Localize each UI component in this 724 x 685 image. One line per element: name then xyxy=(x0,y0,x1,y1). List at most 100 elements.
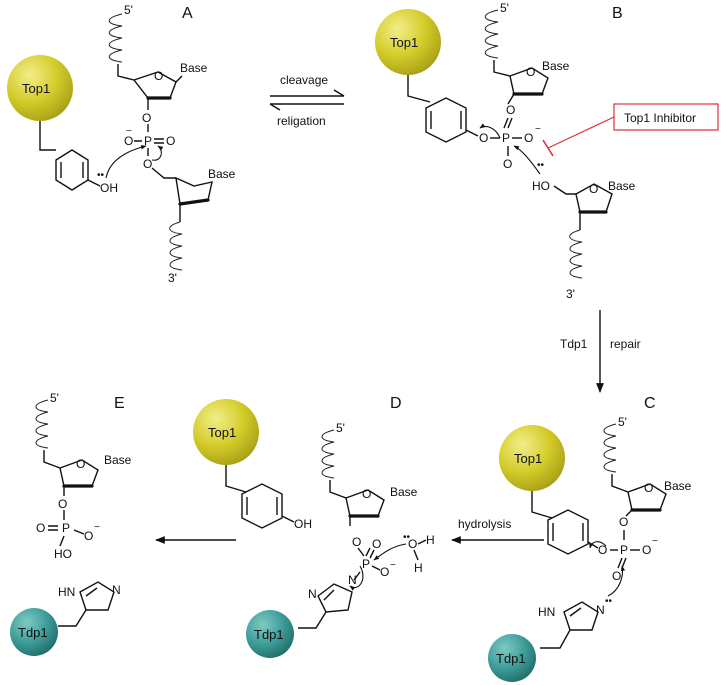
panel-e: 5' O Base O P O O − HO HN N Tdp1 xyxy=(10,391,132,656)
o5-a: O xyxy=(143,157,152,171)
dna-helix-upper-a xyxy=(108,13,123,63)
panel-label-d: D xyxy=(390,395,402,412)
base-e: Base xyxy=(104,453,132,467)
panel-c: Top1 O P O − O O 5' O Base HN N •• Tdp1 xyxy=(488,415,692,682)
ho-e: HO xyxy=(54,547,72,561)
lone-pair-a: •• xyxy=(97,170,105,181)
top1-ball-d xyxy=(193,399,259,465)
panel-label-e: E xyxy=(114,395,125,412)
tdp1-label-c: Tdp1 xyxy=(496,651,526,666)
tdp1-ball-c xyxy=(488,634,536,682)
minus-b: − xyxy=(535,124,541,135)
p-c: P xyxy=(620,543,628,557)
hn-e: HN xyxy=(58,585,75,599)
dna-helix-e xyxy=(35,399,49,449)
o3-d: O xyxy=(352,535,361,549)
dna-helix-d xyxy=(321,429,335,479)
sugar-upper-a xyxy=(132,71,177,99)
cleavage-label: cleavage xyxy=(280,73,328,87)
o-bottom-b: O xyxy=(503,157,512,171)
sugar-c xyxy=(627,483,667,511)
tdp1-label-e: Tdp1 xyxy=(18,625,48,640)
five-prime-d: 5' xyxy=(336,421,345,435)
attack-arrow-c xyxy=(607,565,626,597)
p-a: P xyxy=(144,134,152,148)
base-d: Base xyxy=(390,485,418,499)
tyrosine-ring-c xyxy=(547,509,589,555)
dna-helix-lower-b xyxy=(569,229,583,279)
o-top-b: O xyxy=(506,103,515,117)
oh-d: OH xyxy=(294,517,312,531)
dna-helix-lower-a xyxy=(169,221,183,271)
p-d: P xyxy=(362,557,370,571)
o-down-c: O xyxy=(612,569,621,583)
sugar-upper-b xyxy=(509,67,549,95)
sugar-d xyxy=(345,489,385,517)
repair-arrow: Tdp1 repair xyxy=(560,310,641,393)
panel-b: Top1 O P − O O O 5' O Base Top1 Inhibito… xyxy=(375,1,719,301)
five-prime-e: 5' xyxy=(50,391,59,405)
release-arrow-d xyxy=(349,565,364,591)
base-c: Base xyxy=(664,479,692,493)
o-minus-e: O xyxy=(84,529,93,543)
o-tyr-c: O xyxy=(598,543,607,557)
three-prime-b: 3' xyxy=(566,287,575,301)
panel-a: Top1 OH •• 5' O Base O P O − O O xyxy=(7,3,236,285)
top1-label-a: Top1 xyxy=(22,81,50,96)
ring-o-upper-b: O xyxy=(526,65,535,79)
panel-label-b: B xyxy=(612,5,623,22)
base-lower-a: Base xyxy=(208,167,236,181)
panel-label-c: C xyxy=(644,395,656,412)
o-tyr-b: O xyxy=(479,131,488,145)
top1-label-b: Top1 xyxy=(390,35,418,50)
o-double-e: O xyxy=(36,521,45,535)
attack-arrow-a xyxy=(105,145,147,179)
bond-arrow-b xyxy=(479,123,501,139)
o3-a: O xyxy=(142,111,151,125)
five-prime-a: 5' xyxy=(124,3,133,17)
base-upper-a: Base xyxy=(180,61,208,75)
religation-label: religation xyxy=(277,114,326,128)
water-o-d: O xyxy=(408,537,417,551)
attack-arrow-b xyxy=(513,145,541,175)
imidazole-e xyxy=(79,581,115,611)
top1-ball-c xyxy=(499,425,565,491)
inhibitor-label: Top1 Inhibitor xyxy=(624,111,696,125)
five-prime-b: 5' xyxy=(500,1,509,15)
base-lower-b: Base xyxy=(608,179,636,193)
dna-helix-upper-b xyxy=(484,9,499,59)
o-up-c: O xyxy=(619,515,628,529)
minus-c: − xyxy=(652,536,658,547)
n2-d: N xyxy=(348,573,357,587)
lone-pair-d: •• xyxy=(403,532,411,543)
hydrolysis-label: hydrolysis xyxy=(458,517,511,531)
ring-o-upper-a: O xyxy=(154,69,163,83)
leave-arrow-a xyxy=(151,145,164,161)
o-minus-c: O xyxy=(642,543,651,557)
inhibitor-box xyxy=(613,103,719,131)
o-minus-a: O xyxy=(124,134,133,148)
top1-label-c: Top1 xyxy=(514,451,542,466)
minus-d: − xyxy=(390,560,396,571)
n-e: N xyxy=(112,583,121,597)
top1-label-d: Top1 xyxy=(208,425,236,440)
o-minus-d: O xyxy=(380,565,389,579)
ring-o-lower-b: O xyxy=(589,182,598,196)
water-h1-d: H xyxy=(426,533,435,547)
sugar-lower-a xyxy=(175,176,213,205)
tyrosine-ring-b xyxy=(425,97,467,143)
minus-a: − xyxy=(126,126,132,137)
repair-tdp1-label: Tdp1 xyxy=(560,337,588,351)
water-arrow-d xyxy=(373,543,407,561)
panel-label-a: A xyxy=(182,5,193,22)
top1-ball-b xyxy=(375,9,441,75)
p-b: P xyxy=(502,131,510,145)
o3-e: O xyxy=(58,497,67,511)
hn-c: HN xyxy=(538,605,555,619)
three-prime-a: 3' xyxy=(168,271,177,285)
tdp1-ball-e xyxy=(10,608,58,656)
n-c: N xyxy=(596,603,605,617)
o-top-d: O xyxy=(372,537,381,551)
